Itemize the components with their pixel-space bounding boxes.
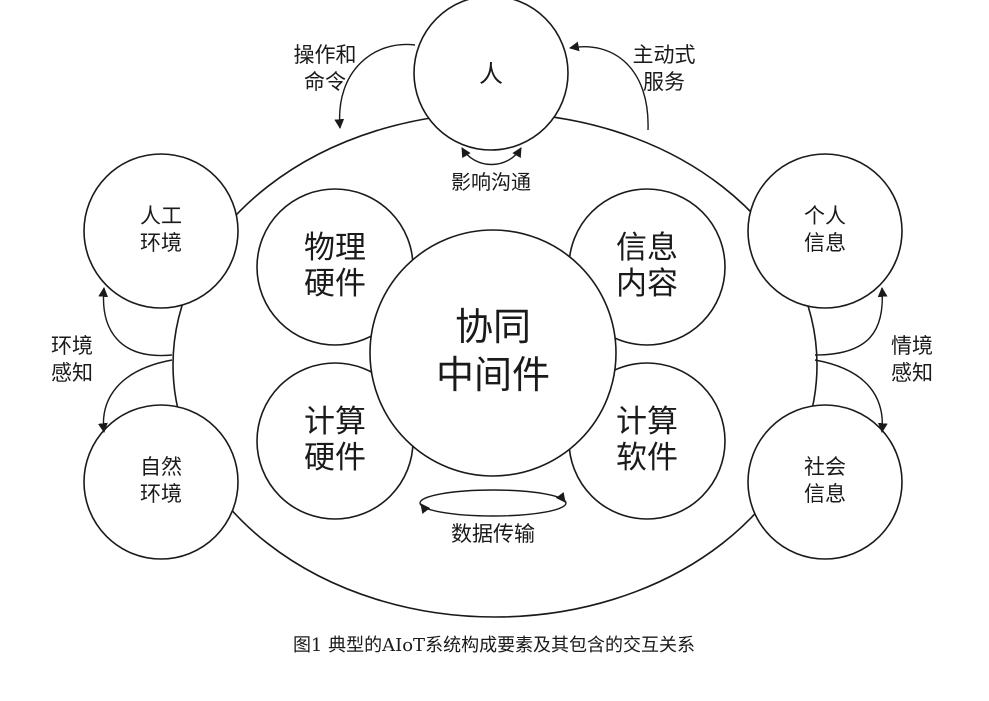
- arrow-context-perception-up: [814, 287, 888, 356]
- node-compute-hw: 计算 硬件: [256, 362, 414, 520]
- node-natural-env: 自然 环境: [83, 404, 239, 560]
- node-physical-hw-label-2: 硬件: [304, 266, 366, 302]
- node-natural-env-label-2: 环境: [140, 482, 182, 506]
- arrow-env-perception-down: [98, 359, 173, 433]
- node-personal-info-label-1: 个人: [804, 204, 846, 228]
- node-middleware-label-2: 中间件: [436, 353, 550, 397]
- node-physical-hw: 物理 硬件: [256, 188, 414, 346]
- arrow-active-service: [569, 41, 649, 131]
- label-context-perception-1: 情境: [891, 334, 933, 358]
- node-social-info-label-1: 社会: [804, 455, 846, 479]
- node-social-info-label-2: 信息: [804, 482, 846, 506]
- label-influence: 影响沟通: [451, 170, 531, 194]
- label-context-perception-2: 感知: [891, 361, 933, 385]
- node-middleware-label-1: 协同: [455, 305, 531, 349]
- arrow-context-perception-down: [814, 359, 888, 433]
- node-person: 人: [413, 0, 569, 151]
- label-active-service-2: 服务: [643, 70, 685, 94]
- data-transfer-arrowhead-right: [555, 492, 566, 503]
- node-compute-sw-label-2: 软件: [616, 440, 678, 476]
- node-info-content-label-2: 内容: [616, 266, 678, 302]
- label-operate-command-2: 命令: [304, 70, 346, 94]
- node-artificial-env-label-1: 人工: [140, 204, 182, 228]
- node-personal-info-label-2: 信息: [804, 231, 846, 255]
- node-physical-hw-label-1: 物理: [304, 230, 366, 266]
- label-env-perception-2: 感知: [51, 361, 93, 385]
- arrow-env-perception-up: [98, 287, 173, 357]
- data-transfer-loop: [419, 489, 567, 517]
- node-natural-env-label-1: 自然: [140, 455, 182, 479]
- node-info-content-label-1: 信息: [616, 230, 678, 266]
- node-info-content: 信息 内容: [568, 188, 726, 346]
- node-personal-info: 个人 信息: [747, 153, 903, 309]
- node-social-info: 社会 信息: [747, 404, 903, 560]
- node-artificial-env: 人工 环境: [83, 153, 239, 309]
- data-transfer-arrowhead-left: [420, 503, 431, 514]
- node-person-label: 人: [479, 60, 503, 88]
- label-active-service-1: 主动式: [633, 43, 696, 67]
- arrow-influence: [461, 147, 522, 166]
- node-artificial-env-label-2: 环境: [140, 231, 182, 255]
- arrow-operate-command: [334, 43, 416, 129]
- node-compute-hw-label-1: 计算: [304, 404, 366, 440]
- label-data-transfer: 数据传输: [451, 522, 535, 546]
- label-operate-command-1: 操作和: [294, 43, 357, 67]
- label-env-perception-1: 环境: [51, 334, 93, 358]
- figure-caption: 图1 典型的AIoT系统构成要素及其包含的交互关系: [293, 635, 695, 656]
- node-compute-sw-label-1: 计算: [616, 404, 678, 440]
- node-middleware: 协同 中间件: [369, 229, 617, 477]
- node-compute-hw-label-2: 硬件: [304, 440, 366, 476]
